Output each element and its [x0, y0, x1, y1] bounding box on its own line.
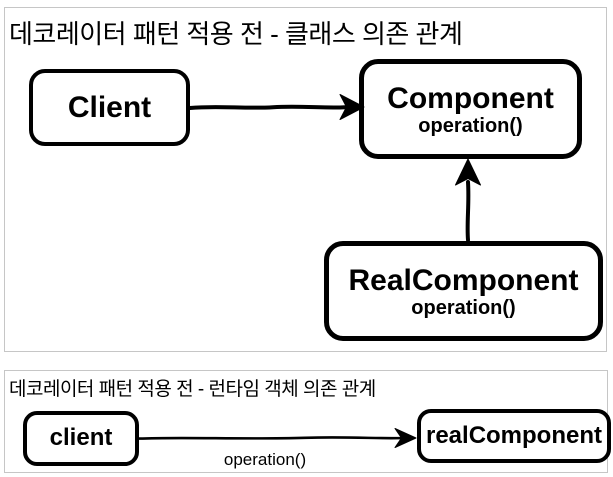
arrow-realcomponent-to-component — [455, 158, 481, 242]
realcomponent-object-box: realComponent — [417, 409, 611, 463]
panel1-title: 데코레이터 패턴 적용 전 - 클래스 의존 관계 — [9, 19, 463, 49]
panel2-title: 데코레이터 패턴 적용 전 - 런타임 객체 의존 관계 — [9, 379, 376, 400]
client-object-label: client — [49, 424, 113, 452]
operation-call-label: operation() — [223, 450, 307, 469]
arrow-client-to-realcomponent — [137, 428, 417, 448]
runtime-dependency-panel: 데코레이터 패턴 적용 전 - 런타임 객체 의존 관계 client real… — [4, 370, 611, 473]
client-class-label: Client — [67, 91, 152, 124]
class-dependency-panel: 데코레이터 패턴 적용 전 - 클래스 의존 관계 Client Compone… — [4, 7, 607, 352]
realcomponent-class-label: RealComponent — [348, 263, 579, 297]
client-object-box: client — [23, 411, 139, 466]
component-operation-method: operation() — [418, 114, 523, 137]
component-class-box: Component operation() — [359, 59, 582, 159]
realcomponent-object-label: realComponent — [425, 421, 602, 449]
arrow-client-to-component — [188, 94, 365, 120]
realcomponent-class-box: RealComponent operation() — [324, 241, 603, 341]
realcomponent-operation-method: operation() — [411, 296, 516, 319]
client-class-box: Client — [29, 69, 190, 146]
component-class-label: Component — [387, 81, 554, 115]
